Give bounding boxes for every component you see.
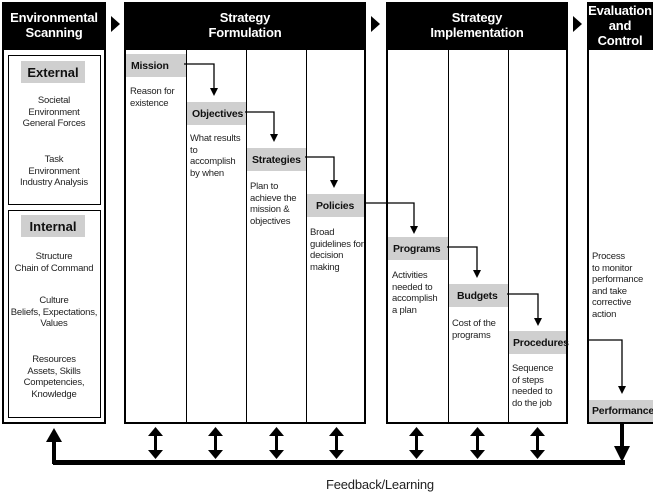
external-box: External Societal Environment General Fo…: [8, 55, 101, 205]
strategies-label: Strategies: [247, 148, 306, 171]
feedback-up-arrow-icon: [46, 428, 62, 442]
procedures-label: Procedures: [509, 331, 569, 354]
policies-description: Broad guidelines for decision making: [310, 227, 364, 273]
internal-culture-text: Culture Beliefs, Expectations, Values: [10, 295, 98, 329]
programs-description: Activities needed to accomplish a plan: [392, 270, 438, 316]
internal-resources-text: Resources Assets, Skills Competencies, K…: [23, 354, 85, 400]
programs-to-budgets-arrow: [447, 246, 481, 278]
header-environmental-scanning: Environmental Scanning: [2, 2, 106, 48]
evaluation-to-performance-arrow: [588, 339, 626, 394]
feedback-riser-left: [52, 440, 56, 464]
evaluation-control-panel: Process to monitor performance and take …: [587, 48, 653, 424]
budgets-description: Cost of the programs: [452, 318, 496, 341]
environmental-scanning-panel: External Societal Environment General Fo…: [2, 48, 106, 424]
performance-label: Performance: [589, 400, 653, 422]
double-arrow-icon: [409, 427, 424, 459]
mission-description: Reason for existence: [130, 86, 175, 109]
strategy-implementation-panel: Programs Activities needed to accomplish…: [386, 48, 569, 424]
feedback-learning-label: Feedback/Learning: [326, 477, 434, 492]
objectives-to-strategies-arrow: [245, 111, 278, 142]
objectives-label: Objectives: [187, 102, 246, 125]
external-title: External: [21, 61, 85, 83]
mission-label: Mission: [126, 54, 186, 77]
column-divider: [448, 50, 449, 422]
mission-to-objectives-arrow: [184, 63, 218, 96]
flow-arrow-icon: [371, 16, 380, 32]
performance-down-arrow-icon: [614, 446, 630, 462]
objectives-description: What results to accomplish by when: [190, 133, 241, 179]
double-arrow-icon: [269, 427, 284, 459]
internal-structure-text: Structure Chain of Command: [14, 251, 94, 274]
internal-box: Internal Structure Chain of Command Cult…: [8, 210, 101, 418]
internal-title: Internal: [21, 215, 85, 237]
procedures-description: Sequence of steps needed to do the job: [512, 363, 554, 409]
column-divider: [508, 50, 509, 422]
double-arrow-icon: [470, 427, 485, 459]
external-task-text: Task Environment Industry Analysis: [20, 154, 88, 188]
double-arrow-icon: [148, 427, 163, 459]
feedback-line: [53, 460, 625, 465]
double-arrow-icon: [530, 427, 545, 459]
header-strategy-implementation: Strategy Implementation: [386, 2, 568, 48]
double-arrow-icon: [208, 427, 223, 459]
evaluation-description: Process to monitor performance and take …: [592, 251, 644, 320]
performance-down-line: [620, 424, 624, 448]
flow-arrow-icon: [573, 16, 582, 32]
double-arrow-icon: [329, 427, 344, 459]
column-divider: [246, 50, 247, 422]
external-societal-text: Societal Environment General Forces: [22, 95, 86, 129]
header-evaluation-control: Evaluation and Control: [587, 2, 653, 48]
flow-arrow-icon: [111, 16, 120, 32]
strategy-formulation-panel: Mission Reason for existence Objectives …: [124, 48, 366, 424]
programs-label: Programs: [388, 237, 448, 260]
strategies-to-policies-arrow: [305, 156, 338, 188]
header-strategy-formulation: Strategy Formulation: [124, 2, 366, 48]
strategies-description: Plan to achieve the mission & objectives: [250, 181, 297, 227]
column-divider: [306, 50, 307, 422]
budgets-to-procedures-arrow: [507, 293, 542, 326]
policies-to-programs-arrow: [365, 202, 418, 234]
column-divider: [186, 50, 187, 422]
budgets-label: Budgets: [449, 284, 508, 307]
policies-label: Policies: [307, 194, 364, 217]
